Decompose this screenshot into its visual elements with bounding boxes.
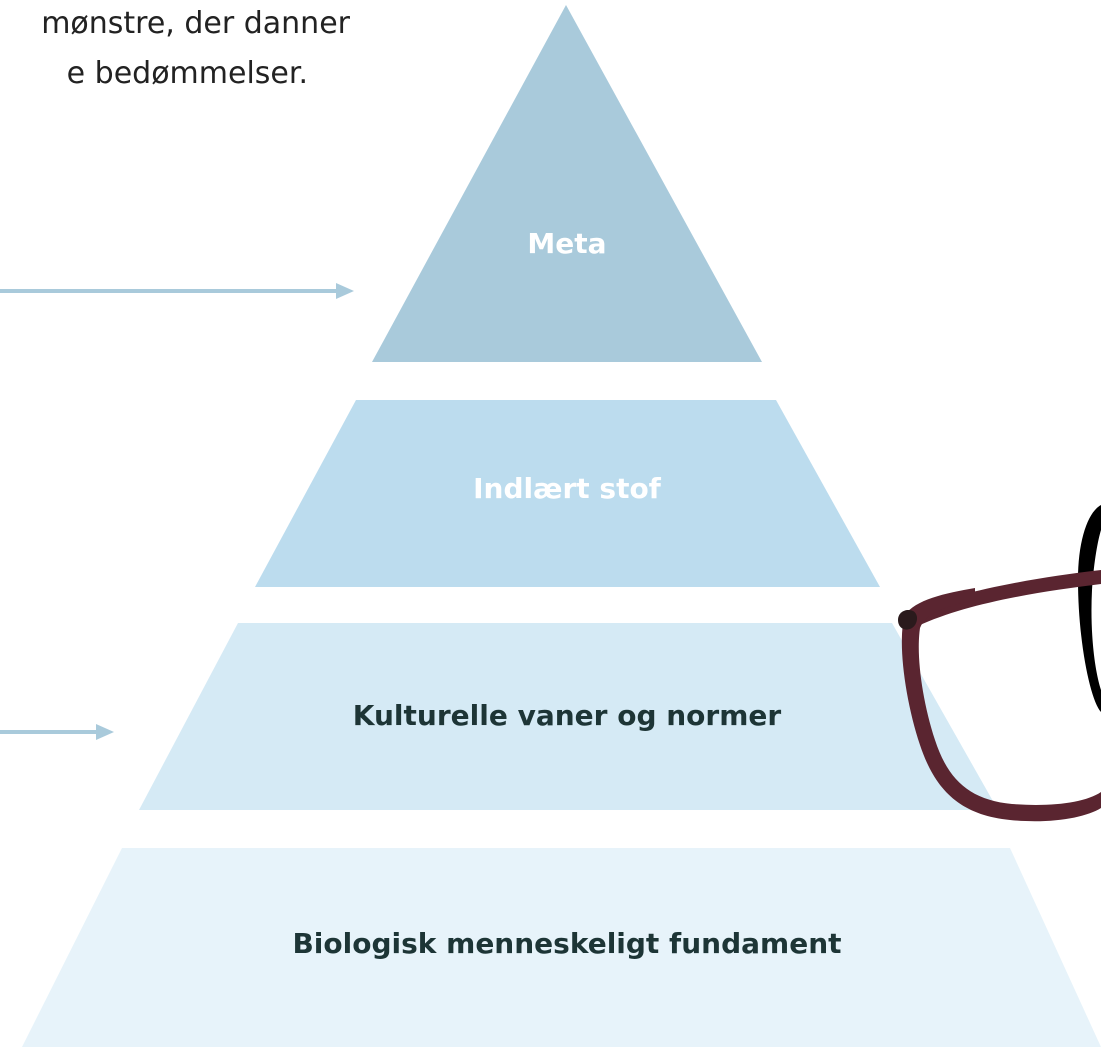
intro-text-line-1: mønstre, der danner [41, 6, 350, 41]
eyeglasses-icon [898, 505, 1101, 822]
arrow-to-meta [0, 283, 354, 299]
pyramid-layer-biology [22, 848, 1101, 1047]
pyramid-layer-meta-label: Meta [527, 227, 606, 260]
intro-text-line-2: e bedømmelser. [66, 56, 308, 91]
pyramid-layer-learned [255, 400, 880, 587]
intro-text: mønstre, der danner e bedømmelser. [0, 0, 400, 110]
arrow-to-culture [0, 724, 114, 740]
pyramid-layer-biology-label: Biologisk menneskeligt fundament [292, 927, 841, 960]
pyramid-layer-culture-label: Kulturelle vaner og normer [353, 699, 782, 732]
pyramid-layer-learned-label: Indlært stof [473, 472, 662, 505]
pyramid-layer-meta [372, 5, 762, 362]
pyramid-layer-culture [139, 623, 998, 810]
